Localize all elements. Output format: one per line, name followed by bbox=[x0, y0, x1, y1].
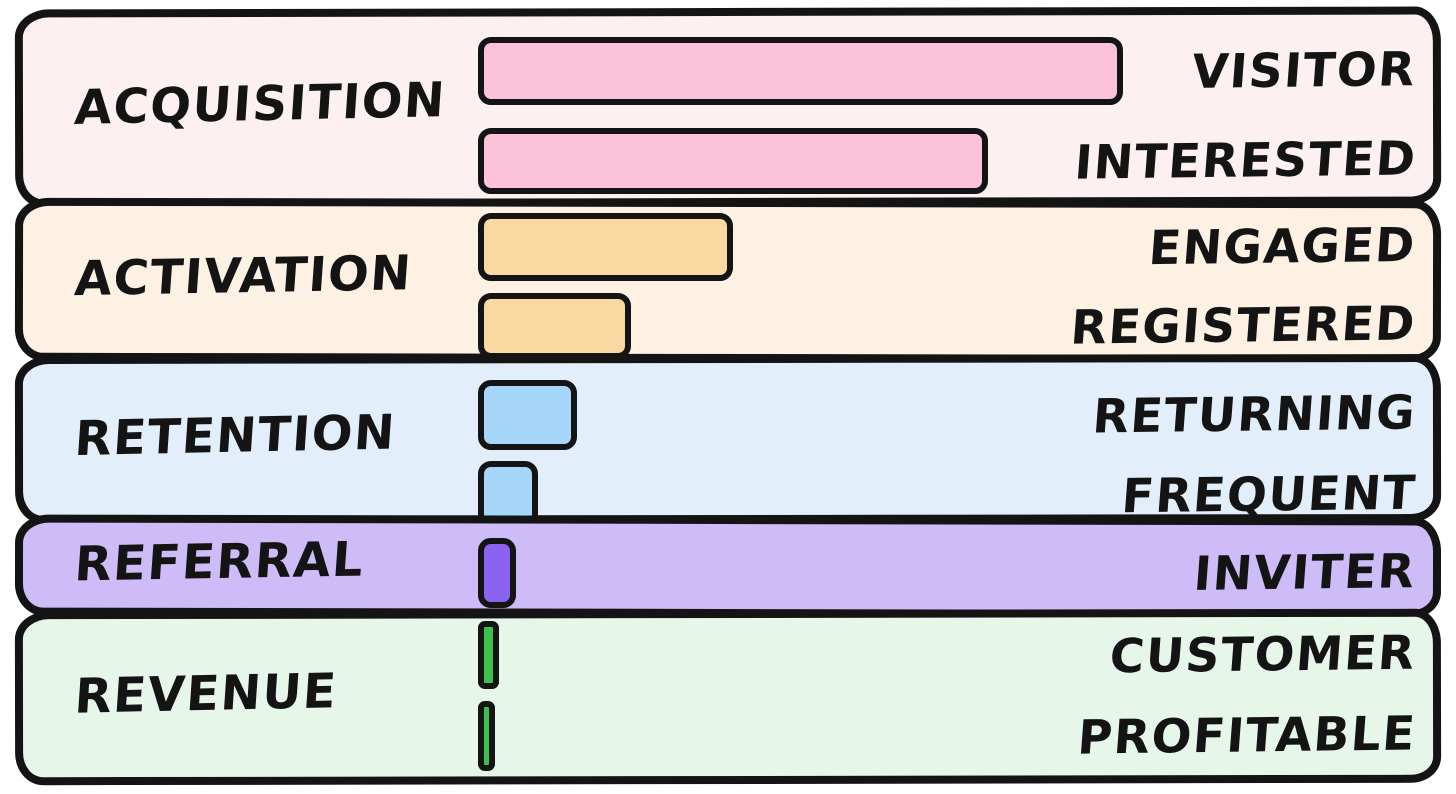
category-label-referral: REFERRAL bbox=[72, 531, 367, 592]
bar-profitable bbox=[478, 701, 495, 771]
bar-engaged bbox=[478, 213, 733, 281]
stage-label-visitor: VISITOR bbox=[1189, 42, 1419, 100]
stage-label-customer: CUSTOMER bbox=[1108, 625, 1419, 685]
stage-label-frequent: FREQUENT bbox=[1119, 465, 1419, 525]
bar-customer bbox=[478, 621, 499, 689]
bar-visitor bbox=[478, 37, 1123, 105]
stage-label-profitable: PROFITABLE bbox=[1075, 706, 1419, 766]
stage-label-inviter: INVITER bbox=[1192, 544, 1419, 602]
stage-label-engaged: ENGAGED bbox=[1147, 217, 1419, 277]
category-label-activation: ACTIVATION bbox=[72, 244, 415, 307]
stage-label-interested: INTERESTED bbox=[1072, 131, 1419, 191]
category-label-acquisition: ACQUISITION bbox=[72, 72, 448, 137]
bar-interested bbox=[478, 128, 988, 194]
bar-inviter bbox=[478, 538, 516, 608]
bar-returning bbox=[478, 380, 577, 450]
bar-registered bbox=[478, 293, 631, 359]
category-label-retention: RETENTION bbox=[72, 404, 398, 468]
stage-label-returning: RETURNING bbox=[1090, 385, 1419, 445]
stage-label-registered: REGISTERED bbox=[1069, 296, 1419, 356]
category-label-revenue: REVENUE bbox=[72, 663, 340, 725]
